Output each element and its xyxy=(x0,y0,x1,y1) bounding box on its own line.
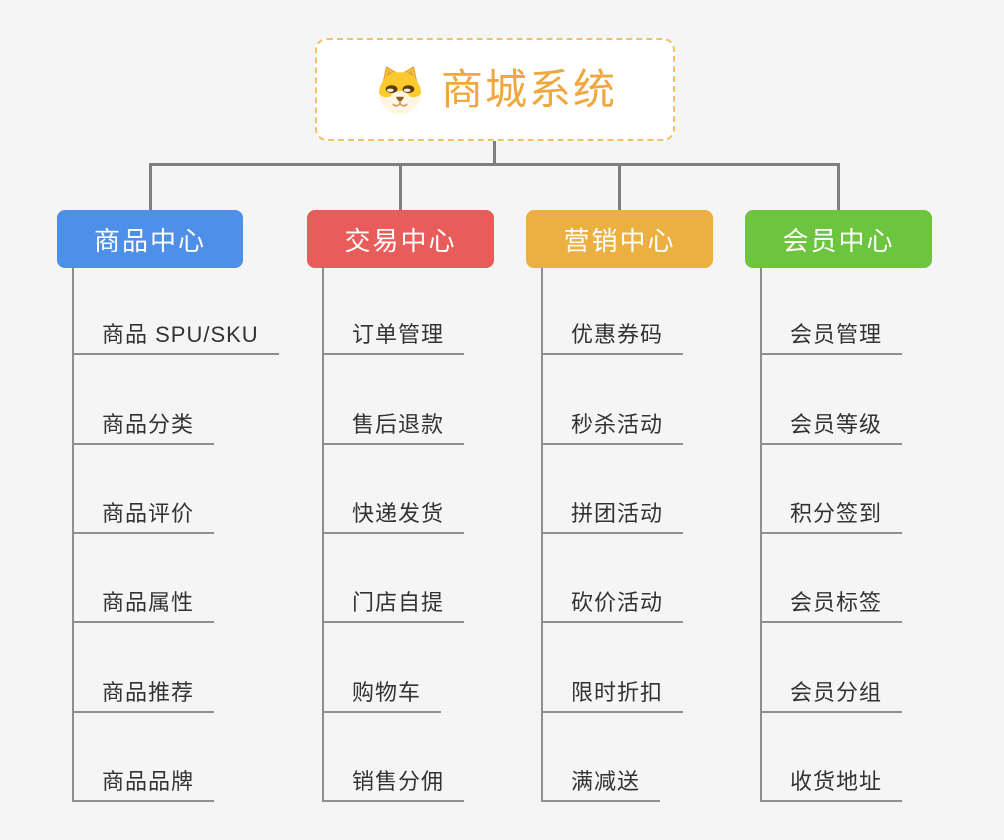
connector-drop-product-center xyxy=(148,163,152,210)
leaf-topic-marketing-center-3[interactable]: 拼团活动 xyxy=(541,494,684,534)
leaf-topic-member-center-5[interactable]: 会员分组 xyxy=(760,673,903,713)
connector-drop-marketing-center xyxy=(618,163,621,210)
leaf-topic-trade-center-6[interactable]: 销售分佣 xyxy=(322,762,465,802)
leaf-topic-product-center-2[interactable]: 商品分类 xyxy=(72,405,215,445)
leaf-topic-trade-center-3[interactable]: 快递发货 xyxy=(322,494,465,534)
root-topic-node[interactable]: 商城系统 xyxy=(315,38,675,141)
connector-drop-member-center xyxy=(837,163,840,210)
leaf-topic-trade-center-4[interactable]: 门店自提 xyxy=(322,583,465,623)
leaf-topic-member-center-4[interactable]: 会员标签 xyxy=(760,583,903,623)
leaf-topic-member-center-1[interactable]: 会员管理 xyxy=(760,315,903,355)
leaf-topic-product-center-6[interactable]: 商品品牌 xyxy=(72,762,215,802)
leaf-topic-trade-center-1[interactable]: 订单管理 xyxy=(322,315,465,355)
tree-line-trade-center xyxy=(322,268,324,800)
leaf-topic-marketing-center-5[interactable]: 限时折扣 xyxy=(541,673,684,713)
leaf-topic-product-center-3[interactable]: 商品评价 xyxy=(72,494,215,534)
leaf-topic-marketing-center-1[interactable]: 优惠券码 xyxy=(541,315,684,355)
branch-node-marketing-center[interactable]: 营销中心 xyxy=(526,210,713,268)
leaf-topic-product-center-4[interactable]: 商品属性 xyxy=(72,583,215,623)
root-topic-title: 商城系统 xyxy=(440,65,617,113)
branch-node-trade-center[interactable]: 交易中心 xyxy=(307,210,494,268)
leaf-topic-product-center-5[interactable]: 商品推荐 xyxy=(72,673,215,713)
leaf-topic-marketing-center-2[interactable]: 秒杀活动 xyxy=(541,405,684,445)
branch-node-member-center[interactable]: 会员中心 xyxy=(745,210,932,268)
leaf-topic-marketing-center-6[interactable]: 满减送 xyxy=(541,762,661,802)
leaf-topic-marketing-center-4[interactable]: 砍价活动 xyxy=(541,583,684,623)
leaf-topic-member-center-3[interactable]: 积分签到 xyxy=(760,494,903,534)
tree-line-marketing-center xyxy=(541,268,543,800)
leaf-topic-member-center-2[interactable]: 会员等级 xyxy=(760,405,903,445)
dog-face-icon xyxy=(378,65,422,114)
tree-line-product-center xyxy=(72,268,74,800)
tree-line-member-center xyxy=(760,268,762,800)
connector-root-stub xyxy=(493,141,496,166)
connector-drop-trade-center xyxy=(399,163,402,210)
leaf-topic-trade-center-5[interactable]: 购物车 xyxy=(322,673,442,713)
leaf-topic-member-center-6[interactable]: 收货地址 xyxy=(760,762,903,802)
branch-node-product-center[interactable]: 商品中心 xyxy=(57,210,243,268)
connector-rail xyxy=(150,163,840,166)
leaf-topic-trade-center-2[interactable]: 售后退款 xyxy=(322,405,465,445)
leaf-topic-product-center-1[interactable]: 商品 SPU/SKU xyxy=(72,315,279,355)
